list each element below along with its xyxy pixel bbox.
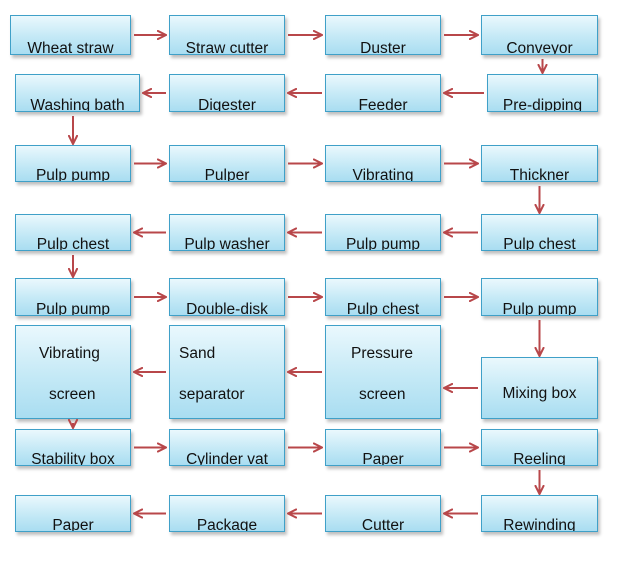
node-pre-dipping: Pre-dipping [487,74,598,112]
node-label: Pulp pump [502,300,577,316]
node-pulp-chest-1: Pulp chest [15,214,131,251]
node-digester: Digester [169,74,285,112]
node-reeling: Reeling [481,429,598,466]
node-pulp-pump-3: Pulp pump [15,278,131,316]
node-label-line-2: screen [359,386,406,403]
node-label: Paper [52,516,94,532]
node-vibrating: Vibrating [325,145,441,182]
node-label: Pulp pump [35,166,111,182]
node-duster: Duster [325,15,441,55]
node-conveyor: Conveyor [481,15,598,55]
node-label-line-1: Vibrating [39,345,100,362]
node-label: Double-disk [186,300,268,316]
node-label: Thickner [509,166,570,182]
node-label: Straw cutter [185,39,269,55]
node-pulp-chest-2: Pulp chest [481,214,598,251]
node-rewinding: Rewinding [481,495,598,532]
node-pulp-pump-1: Pulp pump [15,145,131,182]
node-label: Cylinder vat [186,450,268,466]
node-pulper: Pulper [169,145,285,182]
node-label: Package [196,516,258,532]
node-label-line-2: screen [49,386,96,403]
node-label: Pulper [204,166,250,182]
node-label-line-2: separator [179,386,245,403]
node-stability-box: Stability box [15,429,131,466]
node-wheat-straw: Wheat straw [10,15,131,55]
node-cutter: Cutter [325,495,441,532]
node-label: Pre-dipping [502,96,583,112]
node-label-line-1: Pressure [351,345,414,362]
node-label: Conveyor [506,39,573,55]
node-pulp-washer: Pulp washer [169,214,285,251]
node-label: Wheat straw [27,39,114,55]
node-label: Pulp pump [35,300,111,316]
node-double-disk: Double-disk [169,278,285,316]
node-paper-2: Paper [15,495,131,532]
node-sand-separator: Sand separator [169,325,285,419]
node-pulp-pump-4: Pulp pump [481,278,598,316]
node-washing-bath: Washing bath [15,74,140,112]
node-pressure-screen: Pressure screen [325,325,441,419]
node-label: Stability box [31,450,115,466]
node-vibrating-screen: Vibrating screen [15,325,131,419]
node-cylinder-vat: Cylinder vat [169,429,285,466]
node-label: Cutter [361,516,405,532]
node-label: Pulp pump [345,235,421,251]
node-label: Pulp chest [36,235,110,251]
node-label: Pulp chest [346,300,420,316]
node-mixing-box: Mixing box [481,357,598,419]
node-paper-1: Paper [325,429,441,466]
node-label: Digester [198,96,256,112]
node-label: Pulp chest [503,235,576,251]
node-label: Duster [360,39,406,55]
node-label-line-1: Sand [179,345,216,362]
node-label: Washing bath [30,96,125,112]
node-thickner: Thickner [481,145,598,182]
node-pulp-pump-2: Pulp pump [325,214,441,251]
node-label: Rewinding [503,516,576,532]
node-label: Vibrating [352,166,414,182]
node-label: Pulp washer [184,235,270,251]
node-feeder: Feeder [325,74,441,112]
node-pulp-chest-3: Pulp chest [325,278,441,316]
node-straw-cutter: Straw cutter [169,15,285,55]
node-label: Paper [362,450,404,466]
node-label: Reeling [513,450,566,466]
node-label: Mixing box [502,385,577,403]
node-package: Package [169,495,285,532]
node-label: Feeder [358,96,408,112]
